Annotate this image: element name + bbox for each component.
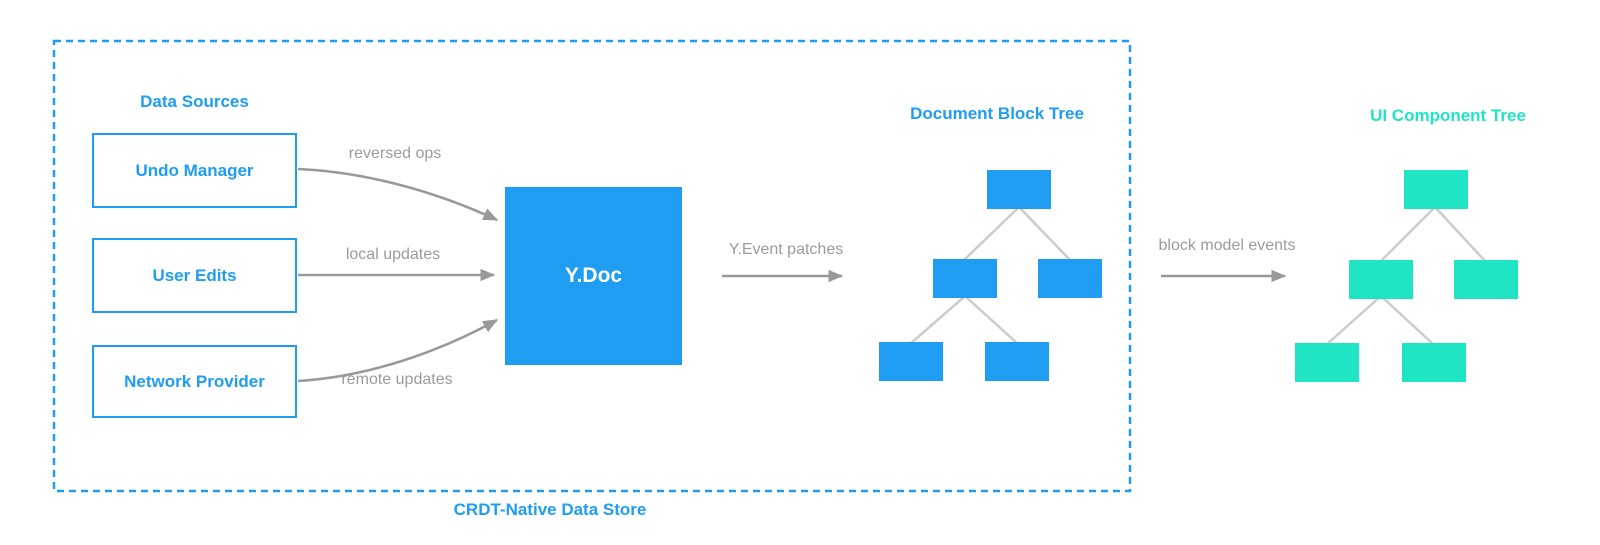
- doc-tree-connector: [964, 295, 1019, 345]
- doc-tree-node-root: [987, 170, 1051, 209]
- doc-tree-connector: [962, 206, 1020, 262]
- crdt-store-caption: CRDT-Native Data Store: [453, 500, 647, 519]
- ui-component-tree-title: UI Component Tree: [1370, 106, 1526, 125]
- edge-remote-updates: [297, 318, 499, 383]
- user-edits-label: User Edits: [152, 265, 237, 285]
- data-sources-title: Data Sources: [140, 92, 249, 111]
- ydoc-box: Y.Doc: [505, 187, 682, 365]
- ui-tree-node-leaf-left: [1295, 343, 1359, 382]
- doc-tree-node-leaf-right: [985, 342, 1049, 381]
- ui-tree-connector: [1379, 206, 1436, 263]
- ui-tree-node-leaf-right: [1402, 343, 1466, 382]
- ui-tree-node-root: [1404, 170, 1468, 209]
- user-edits-box: User Edits: [92, 238, 297, 313]
- doc-tree-node-child-right: [1038, 259, 1102, 298]
- edge-reversed-ops: [297, 167, 499, 222]
- yevent-patches-label: Y.Event patches: [728, 241, 844, 258]
- ui-tree-node-child-left: [1349, 260, 1413, 299]
- crdt-store-boundary: [52, 39, 1132, 493]
- ui-tree-node-child-right: [1454, 260, 1518, 299]
- document-block-tree-title: Document Block Tree: [910, 104, 1084, 123]
- ui-tree-connector: [1434, 206, 1487, 263]
- doc-tree-connector: [909, 295, 966, 345]
- network-provider-box: Network Provider: [92, 345, 297, 418]
- doc-tree-node-child-left: [933, 259, 997, 298]
- undo-manager-box: Undo Manager: [92, 133, 297, 208]
- ui-tree-connector: [1325, 295, 1382, 346]
- reversed-ops-label: reversed ops: [348, 145, 442, 162]
- doc-tree-connector: [1018, 206, 1072, 262]
- local-updates-label: local updates: [345, 246, 441, 263]
- ydoc-label: Y.Doc: [564, 264, 623, 287]
- network-provider-label: Network Provider: [124, 371, 265, 391]
- remote-updates-label: remote updates: [341, 371, 453, 388]
- doc-tree-node-leaf-left: [879, 342, 943, 381]
- undo-manager-label: Undo Manager: [135, 160, 254, 180]
- ui-tree-connector: [1380, 295, 1435, 346]
- block-model-events-label: block model events: [1158, 237, 1296, 254]
